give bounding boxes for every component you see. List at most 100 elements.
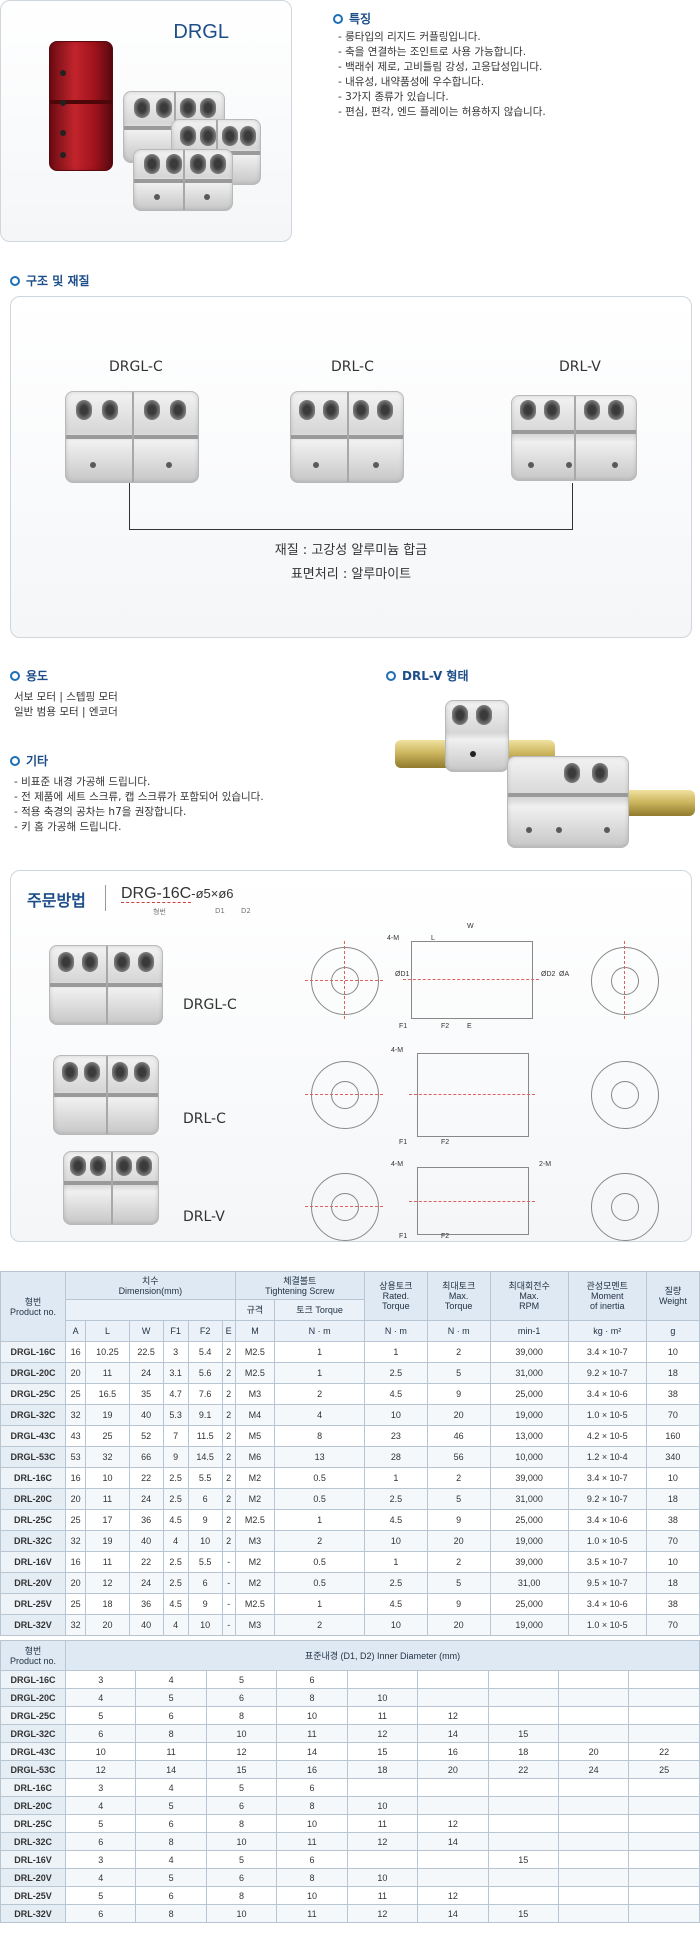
- table-cell: 5: [135, 1796, 207, 1815]
- table-cell: 4.5: [363, 1509, 428, 1531]
- bullet-dot-icon: [10, 670, 20, 681]
- table-cell: [487, 1706, 559, 1725]
- table-cell: 2: [426, 1341, 491, 1363]
- drawing-label-l: L: [431, 935, 435, 942]
- table-cell: 38: [645, 1509, 700, 1531]
- table-cell: 40: [128, 1404, 164, 1426]
- drawing-label-a: ØA: [559, 971, 570, 978]
- table-cell: M2.5: [234, 1341, 276, 1363]
- table-cell: 14: [276, 1742, 348, 1761]
- etc-item: - 비표준 내경 가공해 드립니다.: [14, 776, 151, 788]
- spec-header-screw-torque: 토크 Torque: [274, 1299, 365, 1321]
- table-cell: M3: [234, 1383, 276, 1405]
- product-number-cell: DRL-20C: [0, 1796, 66, 1815]
- table-cell: 35: [128, 1383, 164, 1405]
- table-cell: [628, 1850, 700, 1869]
- drlv-coupling-on-shaft-1: [445, 700, 509, 772]
- table-cell: 5: [426, 1572, 491, 1594]
- table-cell: 4: [64, 1868, 137, 1887]
- table-cell: [557, 1886, 630, 1905]
- table-cell: 12: [64, 1760, 137, 1779]
- table-cell: 160: [645, 1425, 700, 1447]
- table-cell: 19: [85, 1530, 130, 1552]
- table-cell: 15: [205, 1760, 278, 1779]
- table-cell: 5.3: [162, 1404, 189, 1426]
- table-cell: 4.5: [162, 1509, 189, 1531]
- table-cell: 2: [274, 1530, 365, 1552]
- product-number-cell: DRL-25C: [0, 1509, 66, 1531]
- table-cell: [628, 1832, 700, 1851]
- table-cell: 25: [85, 1425, 130, 1447]
- table-cell: [417, 1670, 489, 1689]
- table-cell: [417, 1778, 489, 1797]
- table-cell: 18: [85, 1593, 130, 1615]
- product-image-panel: DRGL: [0, 0, 292, 242]
- table-cell: 18: [346, 1760, 419, 1779]
- table-cell: 4: [162, 1530, 189, 1552]
- table-cell: M2.5: [234, 1362, 276, 1384]
- table-cell: 14: [417, 1904, 489, 1923]
- table-cell: 11: [346, 1886, 419, 1905]
- table-cell: 16: [64, 1341, 87, 1363]
- table-cell: 12: [417, 1814, 489, 1833]
- table-cell: M4: [234, 1404, 276, 1426]
- table-cell: 340: [645, 1446, 700, 1468]
- drawing-label-d1: ØD1: [395, 971, 410, 978]
- spec-header-screw-size: 규격: [234, 1299, 276, 1321]
- structure-panel: DRGL-C DRL-C DRL-V 재질 : 고강성 알루미늄 합금 표면처리…: [10, 296, 692, 638]
- table-cell: 3.4 × 10-7: [567, 1467, 647, 1489]
- table-cell: 14: [135, 1760, 207, 1779]
- table-cell: 25,000: [489, 1509, 569, 1531]
- table-cell: [628, 1778, 700, 1797]
- table-cell: [487, 1670, 559, 1689]
- silver-coupling-image-3: [133, 149, 233, 211]
- table-cell: [346, 1670, 419, 1689]
- table-cell: 3: [64, 1850, 137, 1869]
- table-cell: 1: [363, 1467, 428, 1489]
- table-cell: 1: [274, 1509, 365, 1531]
- table-cell: 12: [417, 1706, 489, 1725]
- table-cell: 15: [346, 1742, 419, 1761]
- table-cell: 4.7: [162, 1383, 189, 1405]
- product-number-cell: DRGL-43C: [0, 1425, 66, 1447]
- table-cell: 15: [487, 1904, 559, 1923]
- table-cell: 5: [135, 1688, 207, 1707]
- table-cell: 8: [276, 1688, 348, 1707]
- technical-drawings: W 4-M L F1 F2 E ØD1 ØD2 ØA 4-M F1 F2 4-M…: [291, 911, 691, 1241]
- table-cell: 19: [85, 1404, 130, 1426]
- table-cell: 20: [426, 1614, 491, 1636]
- table-cell: 9: [426, 1593, 491, 1615]
- table-cell: 9: [187, 1509, 223, 1531]
- table-cell: 11: [346, 1814, 419, 1833]
- table-cell: [628, 1724, 700, 1743]
- table-cell: [417, 1796, 489, 1815]
- table-cell: [487, 1814, 559, 1833]
- table-cell: 10: [187, 1530, 223, 1552]
- table-cell: 46: [426, 1425, 491, 1447]
- table-cell: 10: [363, 1530, 428, 1552]
- table-cell: [557, 1832, 630, 1851]
- table-cell: [628, 1868, 700, 1887]
- table-cell: 16.5: [85, 1383, 130, 1405]
- table-cell: 31,000: [489, 1362, 569, 1384]
- etc-item: - 키 홈 가공해 드립니다.: [14, 821, 122, 833]
- table-cell: 56: [426, 1446, 491, 1468]
- table-cell: 8: [135, 1724, 207, 1743]
- table-cell: M3: [234, 1614, 276, 1636]
- table-cell: [417, 1868, 489, 1887]
- table-cell: 14: [417, 1724, 489, 1743]
- table-cell: -: [221, 1593, 236, 1615]
- table-cell: 11: [276, 1832, 348, 1851]
- table-cell: 2: [274, 1383, 365, 1405]
- bullet-dot-icon: [386, 670, 396, 681]
- table-cell: 19,000: [489, 1530, 569, 1552]
- table-cell: [557, 1814, 630, 1833]
- table-cell: 11: [276, 1724, 348, 1743]
